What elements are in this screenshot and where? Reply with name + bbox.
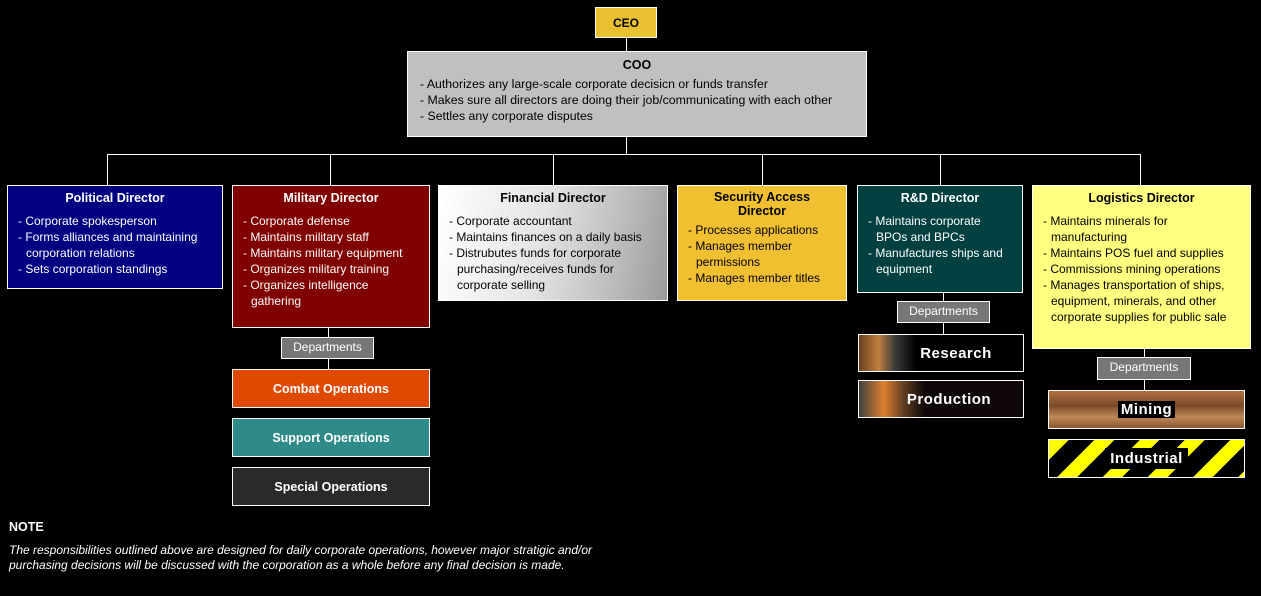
industrial-label: Industrial xyxy=(1105,448,1188,469)
coo-box: COO Authorizes any large-scale corporate… xyxy=(407,51,867,137)
rd-departments-label: Departments xyxy=(897,301,990,323)
connector xyxy=(940,154,941,185)
military-departments-label: Departments xyxy=(281,337,374,359)
ceo-box: CEO xyxy=(595,7,657,38)
director-item: Distrubutes funds for corporate purchasi… xyxy=(449,245,659,293)
coo-item: Authorizes any large-scale corporate dec… xyxy=(420,76,856,92)
logistics-departments-label: Departments xyxy=(1097,357,1191,380)
connector xyxy=(107,154,108,185)
director-item: Maintains military staff xyxy=(243,229,421,245)
coo-item: Makes sure all directors are doing their… xyxy=(420,92,856,108)
connector xyxy=(762,154,763,185)
director-item: Sets corporation standings xyxy=(18,261,214,277)
director-title: Security Access Director xyxy=(713,190,811,218)
director-item: Manages member titles xyxy=(688,270,838,286)
political-director-box: Political Director Corporate spokesperso… xyxy=(7,185,223,289)
production-department: Production xyxy=(858,380,1024,418)
mining-department: Mining xyxy=(1048,390,1245,429)
ceo-title: CEO xyxy=(612,15,639,30)
special-operations: Special Operations xyxy=(232,467,430,506)
research-department: Research xyxy=(858,334,1024,372)
director-title: Logistics Director xyxy=(1088,191,1195,205)
industrial-department: Industrial xyxy=(1048,439,1245,478)
director-item: Maintains corporate BPOs and BPCs xyxy=(868,213,1014,245)
connector xyxy=(330,154,331,185)
support-operations: Support Operations xyxy=(232,418,430,457)
director-item: Corporate accountant xyxy=(449,213,659,229)
connector xyxy=(626,37,627,51)
production-label: Production xyxy=(906,390,992,408)
connector xyxy=(553,154,554,185)
director-item: Corporate spokesperson xyxy=(18,213,214,229)
connector xyxy=(1140,154,1141,185)
coo-item: Settles any corporate disputes xyxy=(420,108,856,124)
director-item: Manages member permissions xyxy=(688,238,838,270)
security-access-director-box: Security Access Director Processes appli… xyxy=(677,185,847,301)
mining-label: Mining xyxy=(1117,401,1176,418)
note-heading: NOTE xyxy=(9,520,44,534)
director-item: Manages transportation of ships, equipme… xyxy=(1043,277,1242,325)
coo-title: COO xyxy=(622,58,652,72)
director-item: Processes applications xyxy=(688,222,838,238)
director-item: Maintains military equipment xyxy=(243,245,421,261)
research-label: Research xyxy=(920,344,992,362)
note-text: The responsibilities outlined above are … xyxy=(9,543,592,572)
combat-operations: Combat Operations xyxy=(232,369,430,408)
director-title: Financial Director xyxy=(500,191,606,205)
director-item: Corporate defense xyxy=(243,213,421,229)
director-title: Political Director xyxy=(65,191,165,205)
director-title: R&D Director xyxy=(900,191,980,205)
director-item: Manufactures ships and equipment xyxy=(868,245,1014,277)
director-title: Military Director xyxy=(283,191,379,205)
connector xyxy=(626,136,627,154)
director-item: Organizes military training xyxy=(243,261,421,277)
director-item: Commissions mining operations xyxy=(1043,261,1242,277)
financial-director-box: Financial Director Corporate accountantM… xyxy=(438,185,668,301)
logistics-director-box: Logistics Director Maintains minerals fo… xyxy=(1032,185,1251,349)
director-item: Forms alliances and maintaining corporat… xyxy=(18,229,214,261)
rd-director-box: R&D Director Maintains corporate BPOs an… xyxy=(857,185,1023,293)
connector xyxy=(107,154,1141,155)
military-director-box: Military Director Corporate defenseMaint… xyxy=(232,185,430,328)
director-item: Organizes intelligence gathering xyxy=(243,277,421,309)
director-item: Maintains finances on a daily basis xyxy=(449,229,659,245)
director-item: Maintains minerals for manufacturing xyxy=(1043,213,1242,245)
director-item: Maintains POS fuel and supplies xyxy=(1043,245,1242,261)
